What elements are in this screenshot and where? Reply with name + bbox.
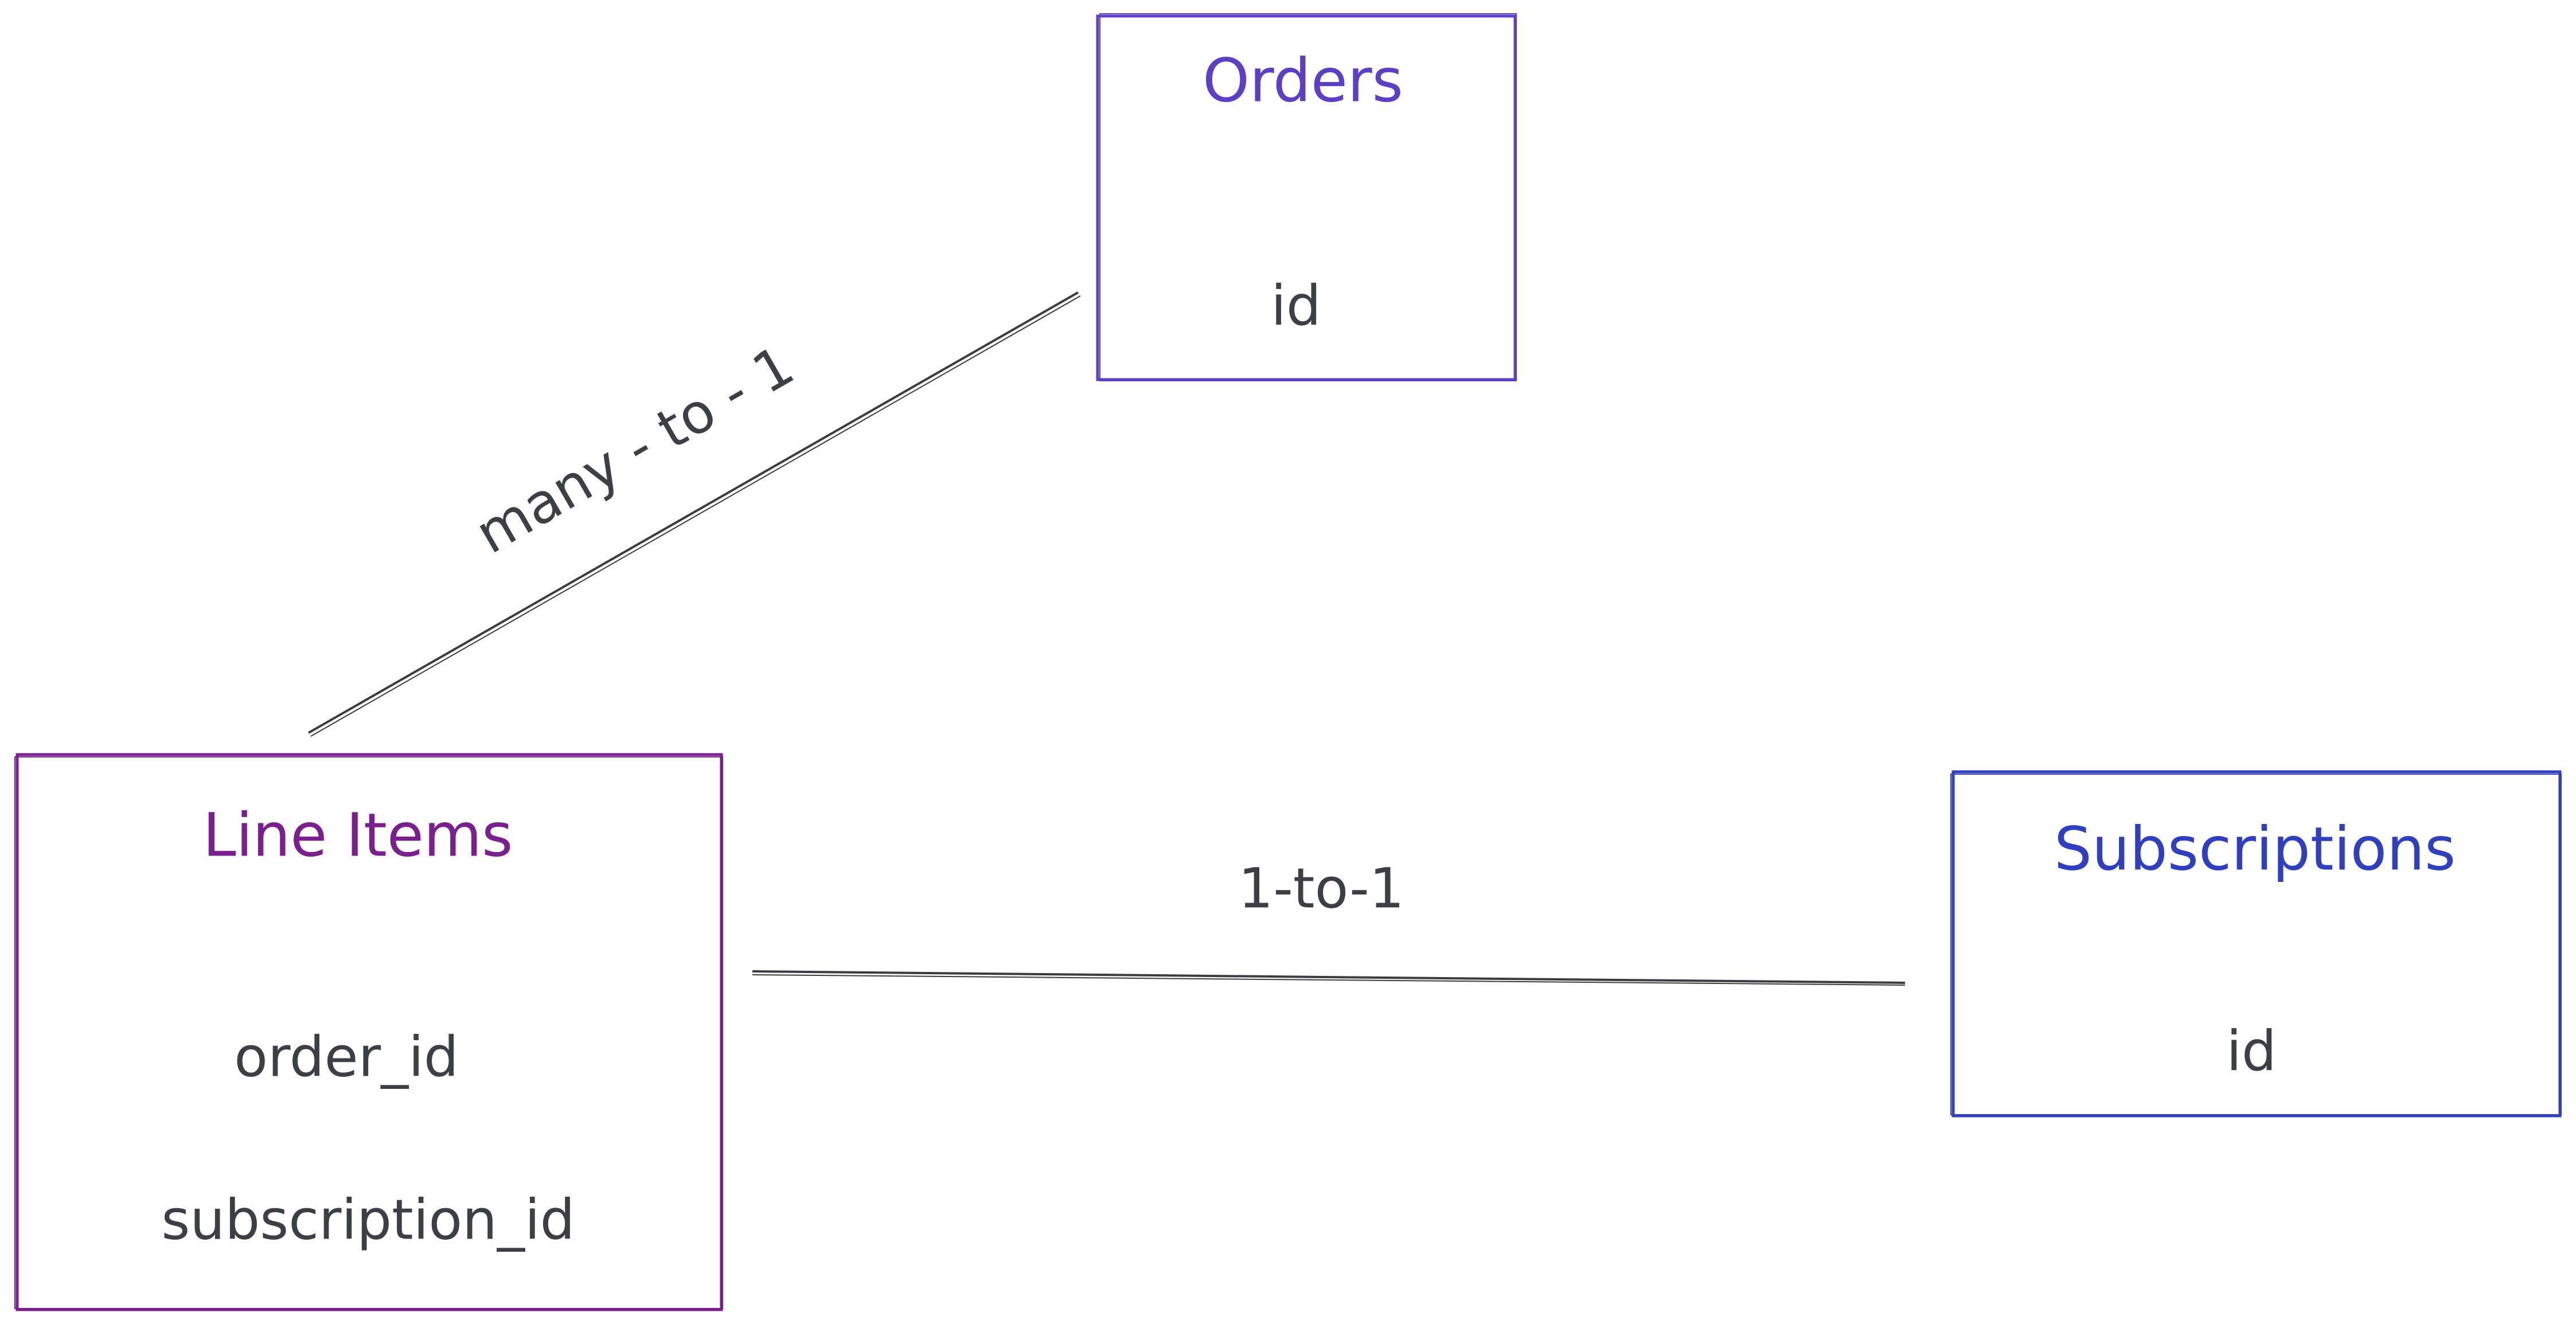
entity-field: order_id [234, 1025, 459, 1089]
entity-line-items[interactable]: Line Items order_id subscription_id [14, 753, 723, 1311]
entity-box-orders [1096, 14, 1517, 381]
entity-title-line-items: Line Items [203, 800, 513, 870]
entity-box-orders-sketch [1099, 13, 1517, 381]
relationship-line-items-subscriptions: 1-to-1 [752, 856, 1906, 986]
entity-subscriptions[interactable]: Subscriptions id [1950, 770, 2562, 1118]
relationship-line-items-orders: many - to - 1 [308, 291, 1081, 737]
entity-orders[interactable]: Orders id [1096, 13, 1517, 381]
entity-title-subscriptions: Subscriptions [2054, 814, 2456, 884]
connector-line-items-subscriptions-shadow [752, 974, 1906, 986]
entity-title-orders: Orders [1203, 45, 1403, 115]
entity-box-line-items-sketch [14, 756, 723, 1309]
entity-field: id [2226, 1019, 2277, 1083]
entity-field: subscription_id [161, 1188, 575, 1252]
relationship-label-many-to-one: many - to - 1 [465, 333, 805, 566]
entity-field: id [1271, 274, 1321, 338]
connector-line-items-orders [308, 291, 1079, 734]
relationship-label-one-to-one: 1-to-1 [1238, 856, 1404, 920]
entity-box-subscriptions-sketch [1950, 774, 2562, 1115]
entity-box-subscriptions [1951, 770, 2562, 1118]
entity-box-line-items [15, 753, 723, 1311]
connector-line-items-orders-shadow [310, 295, 1081, 737]
connector-line-items-subscriptions [752, 970, 1906, 984]
